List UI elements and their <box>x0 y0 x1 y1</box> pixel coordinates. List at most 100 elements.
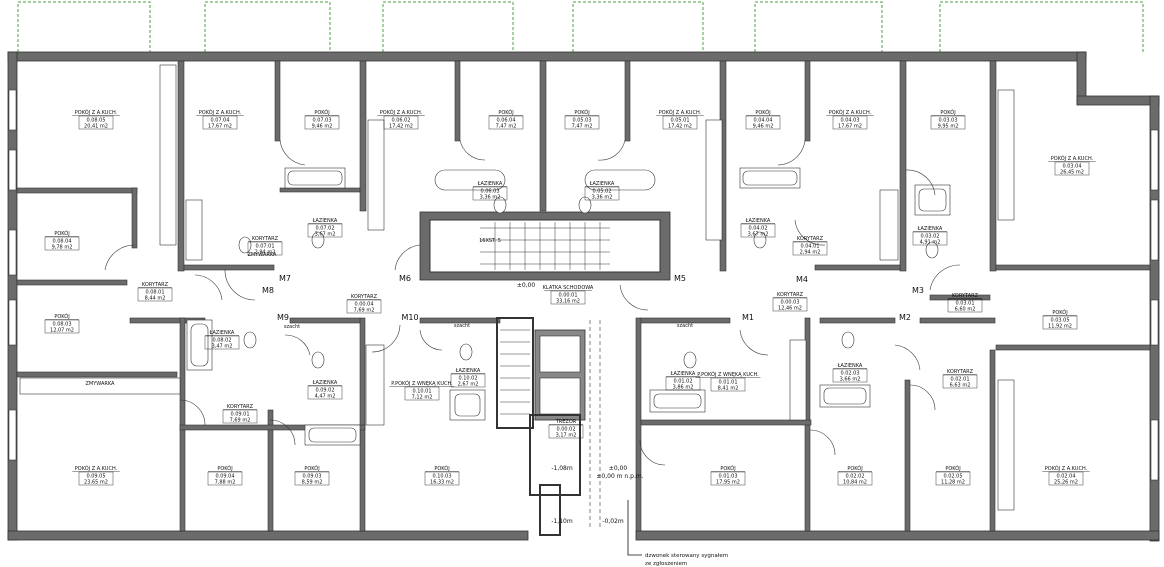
door-marker-m6: M6 <box>399 274 411 283</box>
room-id: 0.03.04 <box>1062 164 1081 170</box>
room-area: 2,67 m2 <box>458 382 479 388</box>
room-label: POKÓJ <box>847 465 862 472</box>
room-label: P.POKÓJ Z WNĘKĄ KUCH.0.10.017,12 m2 <box>389 380 455 401</box>
room-label-box <box>137 287 173 302</box>
room-label-box <box>792 241 828 256</box>
room-area: 7,47 m2 <box>496 124 517 130</box>
room-label-box <box>584 186 620 201</box>
room-label: POKÓJ Z A.KUCH. <box>380 109 423 116</box>
room-label: ŁAZIENKA <box>837 363 863 369</box>
room-label: P.POKÓJ Z WNĘKĄ KUCH. <box>697 371 759 378</box>
lower-level-2: -1,10m <box>551 518 573 525</box>
room-area: 3,67 m2 <box>315 232 336 238</box>
room-label: KORYTARZ <box>227 404 254 410</box>
room-area: 7,12 m2 <box>412 395 433 401</box>
room-label: POKÓJ <box>54 230 69 237</box>
room-label: KORYTARZ <box>797 236 824 242</box>
room-label-box <box>204 335 240 350</box>
room-area: 12,46 m2 <box>778 306 802 312</box>
interior-walls <box>16 60 1151 532</box>
room-id: 0.07.04 <box>210 118 229 124</box>
room-id: 0.00.01 <box>558 293 577 299</box>
room-label: ŁAZIENKA <box>312 218 338 224</box>
room-area: 3,17 m2 <box>556 433 577 439</box>
door-marker-m5: M5 <box>674 274 686 283</box>
room-label-box <box>665 376 701 391</box>
room-label: POKÓJ Z A.KUCH. <box>75 465 118 472</box>
room-area: 4,47 m2 <box>315 394 336 400</box>
room-label-box <box>346 299 382 314</box>
room-label: TREZOR <box>555 419 577 425</box>
room-area: 23,65 m2 <box>84 480 108 486</box>
room-label: POKÓJ Z A.KUCH. <box>659 109 702 116</box>
room-area: 7,88 m2 <box>215 480 236 486</box>
room-id: 0.00.03 <box>780 300 799 306</box>
room-label-box <box>202 115 238 130</box>
room-area: 9,95 m2 <box>938 124 959 130</box>
room-label: ŁAZIENKA <box>477 181 503 187</box>
shaft-label-1: szacht <box>284 324 300 330</box>
room-label-box <box>488 115 524 130</box>
room-id: 0.00.04 <box>354 302 373 308</box>
room-label-box <box>930 115 966 130</box>
room-area: 3,67 m2 <box>748 232 769 238</box>
kitchen-counters <box>19 64 1015 511</box>
room-label: KORYTARZ <box>351 294 378 300</box>
room-area: 3,47 m2 <box>212 344 233 350</box>
room-id: 0.09.02 <box>315 388 334 394</box>
room-label: POKÓJ 0.09.047,88 m2 <box>207 465 243 486</box>
room-label: ŁAZIENKA <box>589 181 615 187</box>
room-label: POKÓJ <box>755 109 770 116</box>
room-label: KORYTARZ <box>252 236 279 242</box>
room-id: 0.10.02 <box>458 376 477 382</box>
entrance-level: ±0,00 <box>609 465 628 472</box>
room-label-box <box>222 409 258 424</box>
room-area: 2,94 m2 <box>800 250 821 256</box>
room-id: 0.10.01 <box>412 389 431 395</box>
door-marker-m1: M1 <box>742 313 754 322</box>
room-label: POKÓJ <box>720 465 735 472</box>
room-label: P.POKÓJ Z WNĘKĄ KUCH.0.01.018,41 m2 <box>695 371 761 392</box>
room-area: 7,69 m2 <box>230 418 251 424</box>
room-label-box <box>912 231 948 246</box>
room-area: 17,67 m2 <box>208 124 232 130</box>
room-label-box <box>472 186 508 201</box>
room-id: 0.06.04 <box>496 118 515 124</box>
room-label: ŁAZIENKA <box>209 330 235 336</box>
room-id: 0.04.03 <box>840 118 859 124</box>
room-label: ŁAZIENKA <box>312 380 338 386</box>
room-id: 0.09.04 <box>215 474 234 480</box>
room-label: ŁAZIENKA <box>917 226 943 232</box>
room-label-box <box>207 471 243 486</box>
room-area: 8,41 m2 <box>718 386 739 392</box>
stairs-label: 16XST. 5 <box>479 238 501 244</box>
room-label-box <box>564 115 600 130</box>
room-area: 8,59 m2 <box>302 480 323 486</box>
room-label-box <box>1054 161 1090 176</box>
room-label: POKÓJ <box>304 465 319 472</box>
room-label: POKÓJ <box>217 465 232 472</box>
room-id: 0.01.03 <box>718 474 737 480</box>
stair-core <box>419 211 671 536</box>
room-label-box <box>383 115 419 130</box>
door-swings <box>104 139 961 466</box>
room-label: KORYTARZ <box>142 282 169 288</box>
room-label: KORYTARZ <box>777 292 804 298</box>
room-label: POKÓJ Z A.KUCH. <box>199 109 242 116</box>
room-id: 0.08.05 <box>86 118 105 124</box>
room-label-box <box>307 223 343 238</box>
